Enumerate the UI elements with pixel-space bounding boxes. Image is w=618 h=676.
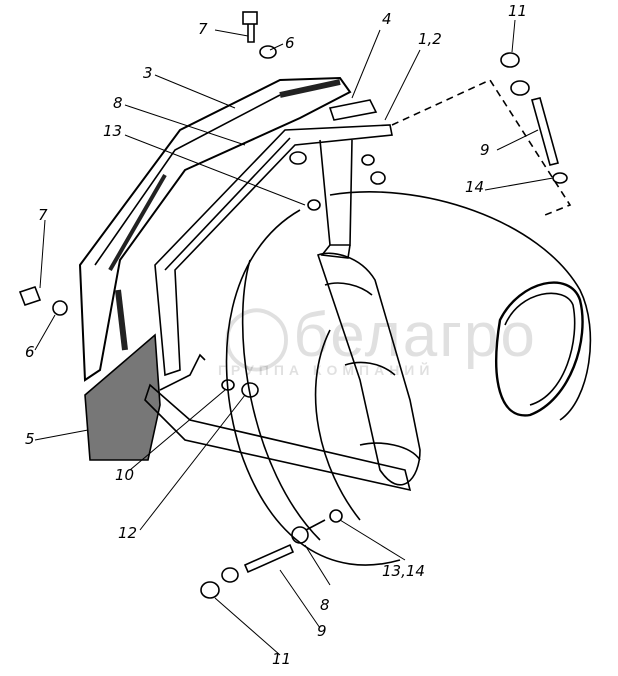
tire-drawing xyxy=(225,191,592,566)
label-washers-13-14: 13,14 xyxy=(382,562,425,580)
label-support-8: 8 xyxy=(113,94,123,112)
label-nut-11-top: 11 xyxy=(508,2,528,20)
label-bracket-1-2: 1,2 xyxy=(418,30,442,48)
label-washer-10: 10 xyxy=(115,466,135,484)
label-mudguard-3: 3 xyxy=(143,64,153,82)
hardware-drawing xyxy=(18,11,568,599)
plate-drawing xyxy=(328,99,378,121)
label-nut-11-bottom: 11 xyxy=(272,650,292,668)
assembly-dashed-line xyxy=(391,78,572,216)
reflector-drawing xyxy=(84,333,161,461)
watermark-logo: ◯белагро xyxy=(222,301,537,370)
mudguard-drawing xyxy=(78,76,352,382)
leader-lines xyxy=(34,19,554,656)
label-stud-9-right: 9 xyxy=(480,141,490,159)
label-washer-6-left: 6 xyxy=(25,343,35,361)
label-washer-14: 14 xyxy=(465,178,485,196)
arm-drawing xyxy=(317,139,421,486)
watermark-subtitle: ГРУППА КОМПАНИЙ xyxy=(218,362,435,378)
label-bolt-7: 7 xyxy=(198,20,208,38)
label-washer-6: 6 xyxy=(285,34,295,52)
label-plate-4: 4 xyxy=(382,10,392,28)
support-drawing xyxy=(154,124,393,377)
label-bolt-8: 8 xyxy=(320,596,330,614)
label-stud-9-bottom: 9 xyxy=(317,622,327,640)
label-reflector-5: 5 xyxy=(25,430,35,448)
label-lock-washer-13: 13 xyxy=(103,122,123,140)
label-nut-12: 12 xyxy=(118,524,138,542)
label-bolt-7-left: 7 xyxy=(38,206,48,224)
